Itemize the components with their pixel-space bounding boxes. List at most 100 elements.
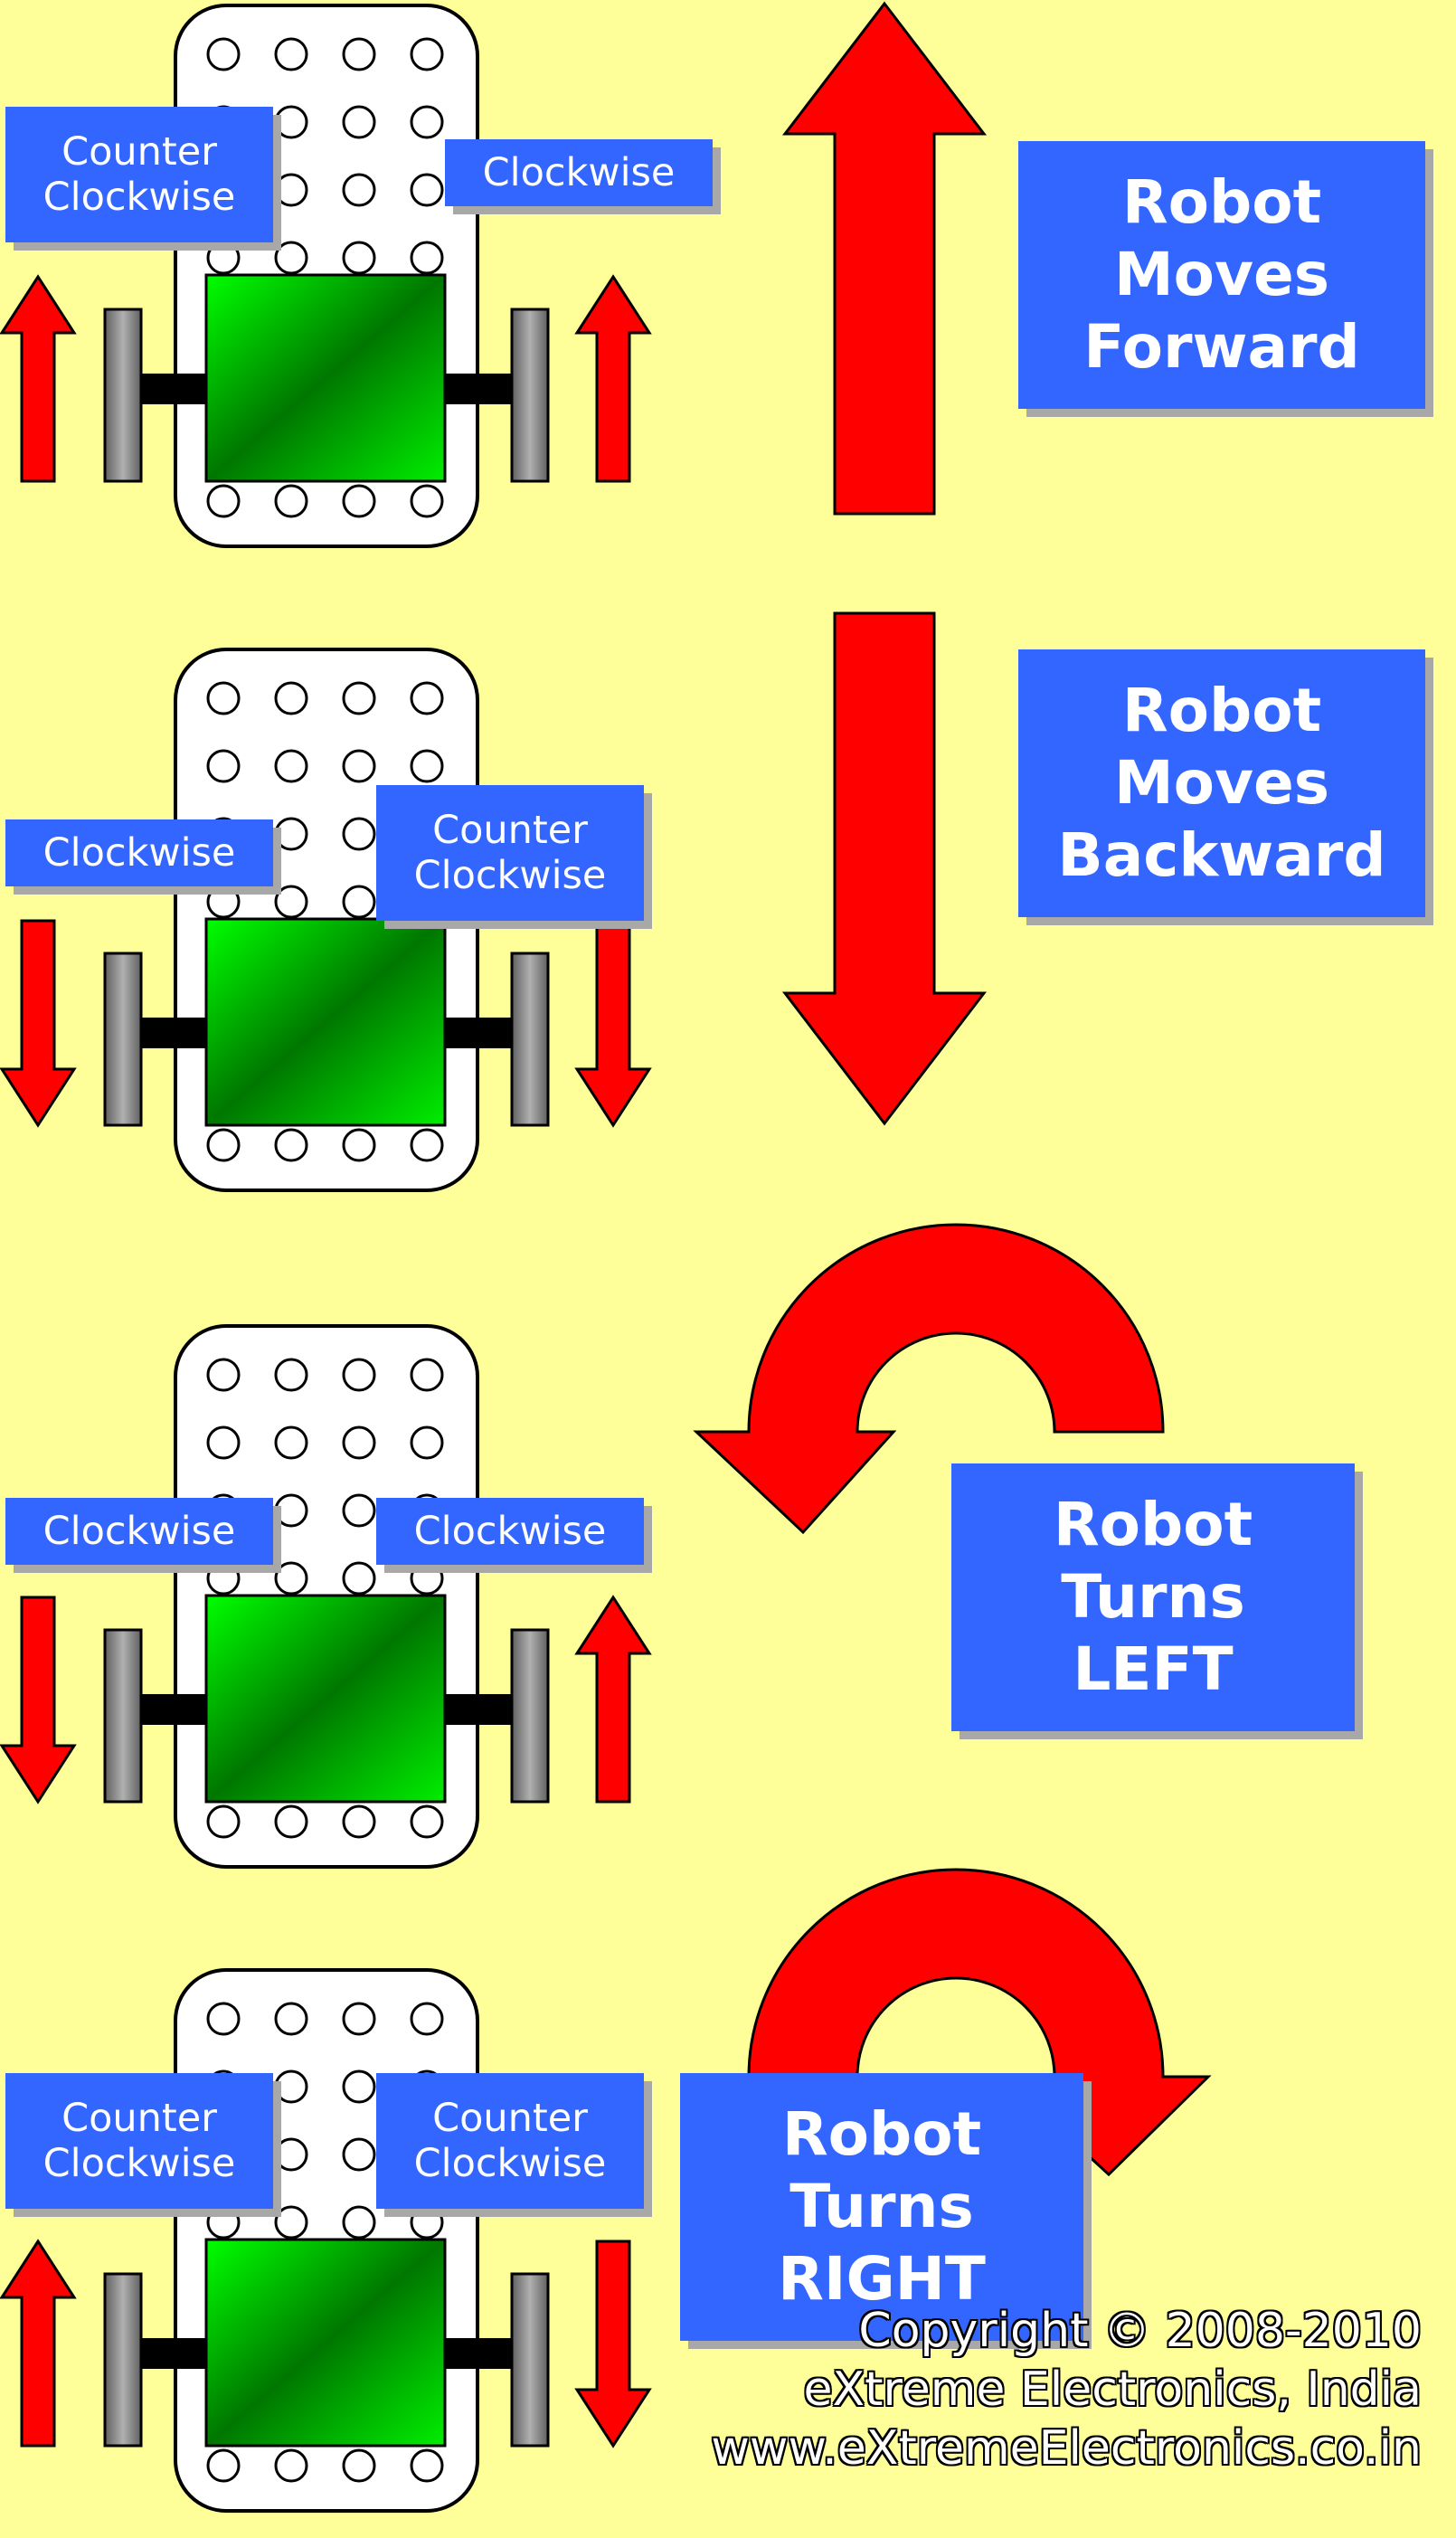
mounting-hole <box>206 1358 241 1392</box>
mounting-hole <box>206 1804 241 1839</box>
mounting-hole <box>410 681 444 715</box>
mounting-hole <box>342 484 376 518</box>
mounting-hole <box>206 37 241 71</box>
right-axle <box>443 374 517 404</box>
mounting-hole <box>206 484 241 518</box>
mounting-hole <box>410 173 444 207</box>
right-wheel-label-turn-right: Counter Clockwise <box>376 2073 644 2209</box>
left-axle <box>136 1018 210 1048</box>
mounting-hole <box>410 749 444 783</box>
left-axle <box>136 374 210 404</box>
robot-forward <box>0 4 652 548</box>
mounting-hole <box>274 173 308 207</box>
motor-block <box>204 1594 447 1804</box>
mounting-hole <box>274 2069 308 2104</box>
left-axle <box>136 2338 210 2369</box>
mounting-hole <box>410 2448 444 2483</box>
mounting-hole <box>274 2002 308 2036</box>
website-line: www.eXtremeElectronics.co.in <box>711 2421 1422 2476</box>
left-wheel-direction-arrow <box>0 1596 77 1804</box>
right-wheel-direction-arrow <box>574 919 652 1128</box>
right-wheel-direction-arrow <box>574 1595 652 1804</box>
mounting-hole <box>206 681 241 715</box>
mounting-hole <box>274 241 308 275</box>
mounting-hole <box>342 681 376 715</box>
mounting-hole <box>410 2002 444 2036</box>
right-wheel <box>510 952 550 1127</box>
mounting-hole <box>274 885 308 919</box>
mounting-hole <box>274 2137 308 2172</box>
mounting-hole <box>274 1493 308 1528</box>
mounting-hole <box>274 2448 308 2483</box>
mounting-hole <box>206 241 241 275</box>
right-wheel <box>510 1628 550 1804</box>
mounting-hole <box>274 749 308 783</box>
mounting-hole <box>410 1804 444 1839</box>
mounting-hole <box>342 241 376 275</box>
mounting-hole <box>274 1804 308 1839</box>
mounting-hole <box>274 484 308 518</box>
mounting-hole <box>410 1425 444 1460</box>
mounting-hole <box>274 1561 308 1596</box>
action-label-forward: Robot Moves Forward <box>1018 141 1425 409</box>
mounting-hole <box>274 817 308 851</box>
right-axle <box>443 1694 517 1725</box>
mounting-hole <box>206 749 241 783</box>
mounting-hole <box>410 1561 444 1596</box>
mounting-hole <box>342 1804 376 1839</box>
right-axle <box>443 1018 517 1048</box>
left-wheel <box>103 308 143 483</box>
motion-arrows <box>693 1 1212 2177</box>
mounting-hole <box>206 885 241 919</box>
action-label-turn-left: Robot Turns LEFT <box>951 1463 1355 1731</box>
right-wheel-label-forward: Clockwise <box>445 139 713 206</box>
mounting-hole <box>274 105 308 139</box>
mounting-hole <box>410 1358 444 1392</box>
mounting-hole <box>342 1425 376 1460</box>
mounting-hole <box>342 2002 376 2036</box>
mounting-hole <box>206 1561 241 1596</box>
mounting-hole <box>410 105 444 139</box>
left-wheel <box>103 1628 143 1804</box>
copyright-line: Copyright © 2008-2010 <box>858 2304 1422 2358</box>
turn-left-motion-arrow <box>693 1223 1165 1535</box>
mounting-hole <box>342 817 376 851</box>
left-wheel-direction-arrow <box>0 2239 77 2448</box>
mounting-hole <box>342 749 376 783</box>
right-wheel <box>510 2272 550 2448</box>
motor-block <box>204 273 447 483</box>
mounting-hole <box>274 37 308 71</box>
action-label-turn-right: Robot Turns RIGHT <box>680 2073 1083 2341</box>
left-wheel-direction-arrow <box>0 919 77 1128</box>
mounting-hole <box>342 885 376 919</box>
mounting-hole <box>342 2069 376 2104</box>
mounting-hole <box>410 484 444 518</box>
mounting-hole <box>206 2205 241 2240</box>
left-wheel-label-turn-left: Clockwise <box>5 1498 273 1565</box>
robot-right <box>0 1968 652 2513</box>
mounting-hole <box>274 681 308 715</box>
mounting-hole <box>342 2137 376 2172</box>
mounting-hole <box>342 2448 376 2483</box>
turn-right-motion-arrow <box>747 1868 1212 2177</box>
left-wheel <box>103 952 143 1127</box>
right-wheel-label-backward: Counter Clockwise <box>376 785 644 921</box>
robot-left <box>0 1324 652 1869</box>
forward-motion-arrow <box>781 1 988 516</box>
right-axle <box>443 2338 517 2369</box>
mounting-hole <box>342 2205 376 2240</box>
action-label-backward: Robot Moves Backward <box>1018 649 1425 917</box>
right-wheel-direction-arrow <box>574 274 652 483</box>
mounting-hole <box>206 1128 241 1162</box>
mounting-hole <box>342 105 376 139</box>
left-wheel-label-turn-right: Counter Clockwise <box>5 2073 273 2209</box>
mounting-hole <box>342 37 376 71</box>
left-axle <box>136 1694 210 1725</box>
motor-block <box>204 2238 447 2448</box>
right-wheel <box>510 308 550 483</box>
right-wheel-direction-arrow <box>574 2240 652 2448</box>
mounting-hole <box>342 1561 376 1596</box>
backward-motion-arrow <box>781 611 988 1126</box>
